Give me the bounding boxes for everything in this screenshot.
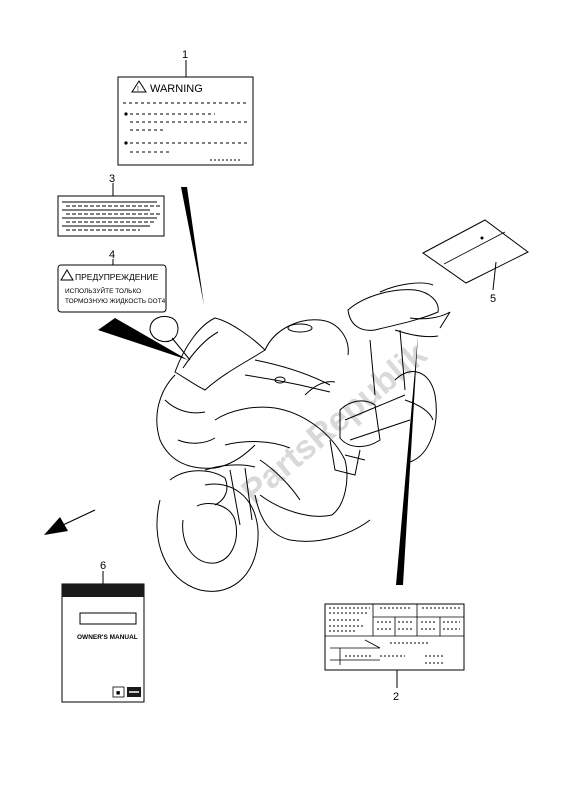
- spec-table-grid: [325, 604, 464, 665]
- russian-label-line2: ТОРМОЗНУЮ ЖИДКОСТЬ DOT4: [65, 298, 166, 305]
- callout-4: 4: [109, 249, 115, 261]
- bullet-dot: [124, 141, 128, 145]
- russian-warning-label[interactable]: ПРЕДУПРЕЖДЕНИЕ ИСПОЛЬЗУЙТЕ ТОЛЬКО ТОРМОЗ…: [57, 264, 167, 313]
- callout-2: 2: [393, 691, 399, 703]
- leader-1: [181, 187, 204, 305]
- watermark-text: PartsRepublik: [234, 335, 434, 511]
- manual-top-band: [62, 584, 144, 597]
- spec-table-border: [324, 603, 465, 671]
- manual-cover: [61, 583, 145, 703]
- svg-text:!: !: [137, 86, 139, 93]
- russian-label-line1: ИСПОЛЬЗУЙТЕ ТОЛЬКО: [65, 286, 141, 295]
- spec-table-text: [329, 607, 460, 664]
- warning-triangle-icon: [131, 80, 147, 93]
- label-5[interactable]: [422, 219, 529, 284]
- warning-label[interactable]: ! WARNING: [117, 76, 254, 166]
- label-3[interactable]: [57, 195, 165, 237]
- bullet-dot: [124, 112, 128, 116]
- callout-leaders: [102, 60, 497, 688]
- leader-4: [98, 318, 188, 360]
- warning-triangle-icon: [60, 269, 74, 281]
- leader-lines: [98, 187, 418, 585]
- spec-table-label[interactable]: [324, 603, 465, 671]
- manual-title-box: [79, 612, 137, 625]
- label-5-sheet: [422, 219, 529, 284]
- owners-manual[interactable]: OWNER'S MANUAL ■: [61, 583, 145, 703]
- label-3-text-lines: [62, 201, 160, 231]
- warning-label-title: WARNING: [150, 83, 203, 95]
- leader-2: [396, 335, 418, 585]
- russian-label-title: ПРЕДУПРЕЖДЕНИЕ: [75, 272, 159, 282]
- manual-logo-box: [112, 686, 125, 698]
- russian-label-border: [57, 264, 167, 313]
- callout-6: 6: [100, 560, 106, 572]
- label-3-border: [57, 195, 165, 237]
- manual-logo-icon: ■: [116, 690, 120, 697]
- callout-3: 3: [109, 173, 115, 185]
- manual-title: OWNER'S MANUAL: [77, 634, 138, 641]
- callout-5: 5: [490, 293, 496, 305]
- front-direction-arrow-icon: [44, 509, 96, 535]
- warning-text-lines: [123, 102, 247, 161]
- label-5-line: [443, 231, 506, 265]
- motorcycle-illustration: [149, 282, 451, 592]
- callout-1: 1: [182, 49, 188, 61]
- label-5-dot: [480, 236, 484, 240]
